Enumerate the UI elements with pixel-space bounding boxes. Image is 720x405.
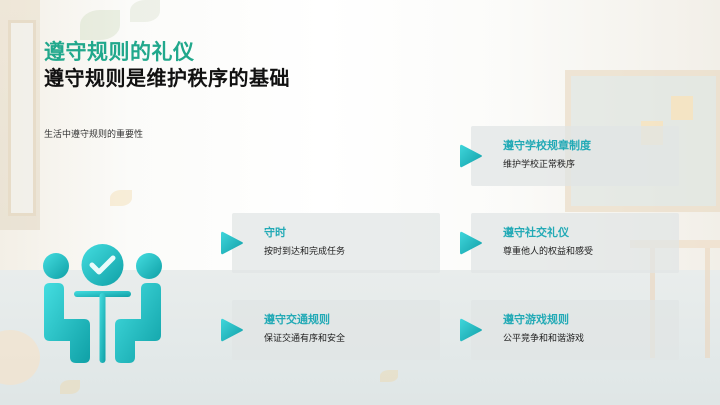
card-description: 按时到达和完成任务: [264, 247, 346, 257]
card-game-rules[interactable]: 遵守游戏规则 公平竞争和和谐游戏: [460, 300, 679, 360]
card-description: 公平竞争和和谐游戏: [503, 334, 585, 344]
background-note: [671, 96, 693, 120]
background-leaf: [60, 380, 80, 394]
play-triangle-icon: [459, 230, 483, 256]
background-leaf: [380, 370, 398, 382]
card-social-etiquette[interactable]: 遵守社交礼仪 尊重他人的权益和感受: [460, 213, 679, 273]
background-leaf: [80, 10, 120, 40]
card-title: 遵守交通规则: [264, 313, 330, 326]
background-leaf: [130, 0, 160, 22]
slide-title: 遵守规则的礼仪: [44, 40, 195, 64]
card-title: 遵守游戏规则: [503, 313, 569, 326]
play-triangle-icon: [459, 317, 483, 343]
card-title: 守时: [264, 226, 286, 239]
play-triangle-icon: [220, 230, 244, 256]
background-leaf: [110, 190, 132, 206]
play-triangle-icon: [459, 143, 483, 169]
card-traffic-rules[interactable]: 遵守交通规则 保证交通有序和安全: [221, 300, 440, 360]
card-punctuality[interactable]: 守时 按时到达和完成任务: [221, 213, 440, 273]
slide-subtitle: 遵守规则是维护秩序的基础: [44, 66, 290, 90]
card-description: 维护学校正常秩序: [503, 160, 576, 170]
background-window: [0, 0, 40, 230]
card-description: 尊重他人的权益和感受: [503, 247, 594, 257]
card-title: 遵守学校规章制度: [503, 139, 591, 152]
card-school-rules[interactable]: 遵守学校规章制度 维护学校正常秩序: [460, 126, 679, 186]
card-description: 保证交通有序和安全: [264, 334, 346, 344]
slide-caption: 生活中遵守规则的重要性: [44, 130, 144, 140]
meeting-check-icon: [40, 243, 165, 365]
play-triangle-icon: [220, 317, 244, 343]
card-title: 遵守社交礼仪: [503, 226, 569, 239]
